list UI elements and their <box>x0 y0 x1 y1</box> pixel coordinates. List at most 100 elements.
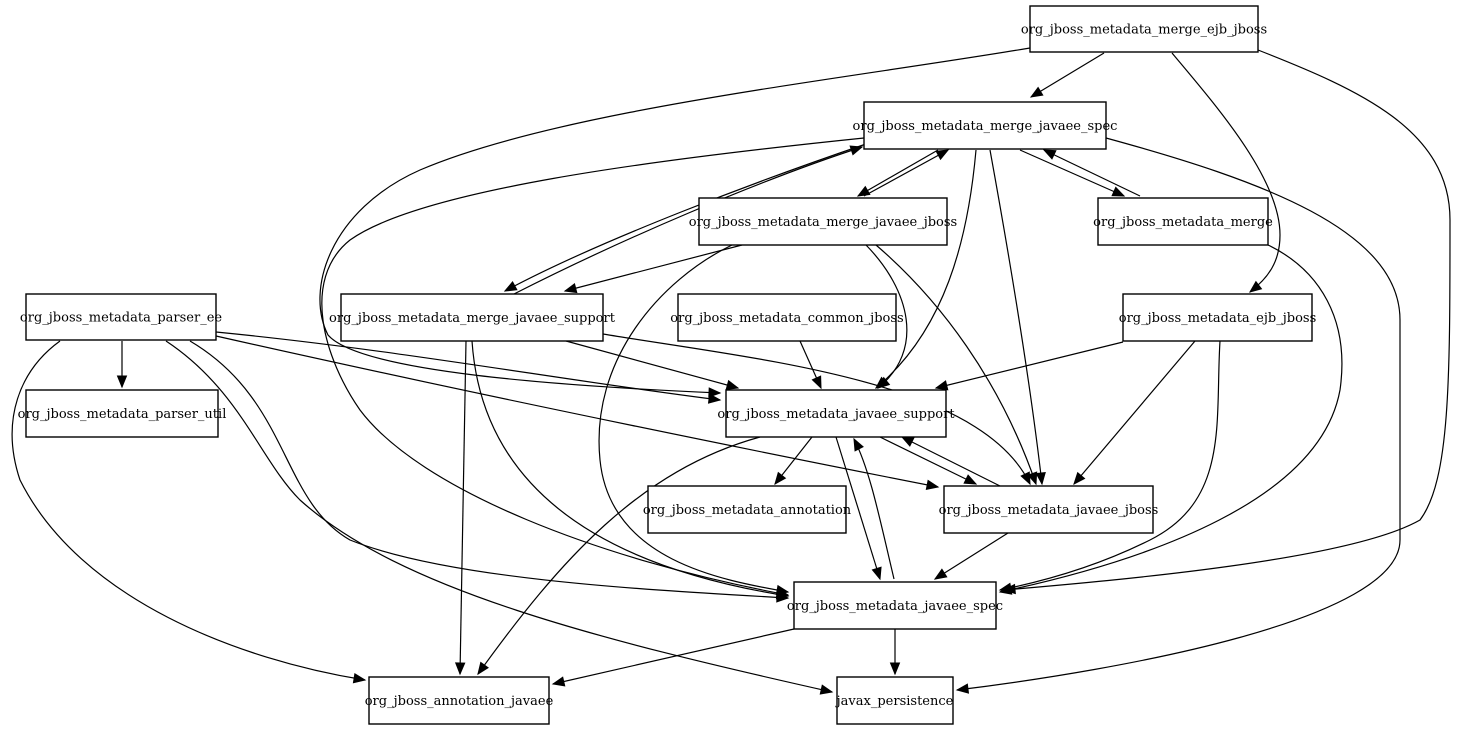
node-label: org_jboss_metadata_javaee_spec <box>787 599 1003 614</box>
edge-line <box>1030 52 1105 98</box>
edge-line <box>602 333 1031 485</box>
node-annotation-javaee[interactable]: org_jboss_annotation_javaee <box>365 676 554 725</box>
node-label: org_jboss_metadata_merge_javaee_support <box>329 311 616 326</box>
arrowhead-icon <box>116 375 128 389</box>
edge-line <box>879 436 977 485</box>
edge-line <box>1043 149 1141 197</box>
node-box <box>943 485 1154 534</box>
node-box <box>793 581 997 630</box>
arrowhead-icon <box>477 661 489 676</box>
edge-ejb_jboss-to-javaee_support <box>934 341 1124 391</box>
edge-parser_ee-to-javaee_spec <box>189 340 790 603</box>
edge-line <box>504 143 867 292</box>
arrowhead-icon <box>1020 471 1031 486</box>
edge-line <box>1019 149 1125 197</box>
edge-ejb_jboss-to-javaee_spec <box>998 340 1221 593</box>
edge-line <box>875 149 977 389</box>
node-common-jboss[interactable]: org_jboss_metadata_common_jboss <box>670 293 904 342</box>
node-label: org_jboss_metadata_javaee_support <box>717 407 955 422</box>
edge-javaee_spec-to-annotation_javaee <box>551 628 795 687</box>
node-merge-javaee-support[interactable]: org_jboss_metadata_merge_javaee_support <box>329 293 616 342</box>
arrowhead-icon <box>998 582 1013 593</box>
edges-layer <box>11 47 1451 695</box>
edge-merge_javaee_spec-to-persistence <box>955 137 1401 694</box>
node-merge-ejb-jboss[interactable]: org_jboss_metadata_merge_ejb_jboss <box>1021 5 1267 53</box>
edge-line <box>215 331 721 401</box>
edge-javaee_support-to-annotation <box>774 436 813 486</box>
node-merge-javaee-spec[interactable]: org_jboss_metadata_merge_javaee_spec <box>853 101 1118 150</box>
edge-line <box>863 149 949 197</box>
edge-parser_ee-to-persistence <box>165 340 834 695</box>
edge-merge_javaee_jboss-to-merge_javaee_spec <box>863 149 950 197</box>
edge-line <box>901 436 1001 487</box>
node-box <box>647 485 847 534</box>
arrowhead-icon <box>1029 86 1044 98</box>
arrowhead-icon <box>1042 149 1057 160</box>
arrowhead-icon <box>1027 471 1038 486</box>
node-annotation[interactable]: org_jboss_metadata_annotation <box>643 485 852 534</box>
edge-merge_javaee_jboss-to-merge_javaee_support <box>563 244 743 294</box>
node-box <box>368 676 550 725</box>
node-label: org_jboss_metadata_merge <box>1093 215 1273 230</box>
node-box <box>25 293 217 341</box>
edge-merge_javaee_support-to-javaee_support <box>565 340 740 391</box>
arrowhead-icon <box>1111 186 1126 197</box>
edge-line <box>459 340 467 675</box>
arrowhead-icon <box>871 566 882 581</box>
edge-line <box>552 628 795 685</box>
edge-line <box>935 341 1124 389</box>
edge-javaee_jboss-to-javaee_spec <box>933 532 1009 580</box>
node-parser-util[interactable]: org_jboss_metadata_parser_util <box>18 389 227 438</box>
arrowhead-icon <box>963 474 978 485</box>
edge-merge_javaee_support-to-merge_javaee_spec <box>513 145 864 295</box>
edge-ejb_jboss-to-javaee_jboss <box>1073 340 1196 486</box>
arrowhead-icon <box>853 437 864 452</box>
edge-merge_javaee_spec-to-javaee_jboss <box>989 149 1046 486</box>
edge-merge_ejb_jboss-to-ejb_jboss <box>1171 52 1281 293</box>
arrowhead-icon <box>352 673 367 684</box>
edge-line <box>853 438 895 580</box>
node-merge-javaee-jboss[interactable]: org_jboss_metadata_merge_javaee_jboss <box>689 197 957 246</box>
arrowhead-icon <box>955 683 970 694</box>
node-box <box>863 101 1107 150</box>
node-javaee-spec[interactable]: org_jboss_metadata_javaee_spec <box>787 581 1003 630</box>
node-ejb-jboss[interactable]: org_jboss_metadata_ejb_jboss <box>1119 293 1317 342</box>
arrowhead-icon <box>707 393 722 404</box>
arrowhead-icon <box>725 379 740 391</box>
node-box <box>677 293 897 342</box>
arrowhead-icon <box>935 149 950 161</box>
node-box <box>1029 5 1259 53</box>
edge-merge_javaee_jboss-to-javaee_support <box>865 244 908 389</box>
node-parser-ee[interactable]: org_jboss_metadata_parser_ee <box>20 293 222 341</box>
arrowhead-icon <box>876 376 891 389</box>
node-javaee-support[interactable]: org_jboss_metadata_javaee_support <box>717 389 955 438</box>
edge-javaee_spec-to-persistence <box>889 629 901 676</box>
arrowhead-icon <box>925 479 940 490</box>
edge-line <box>165 340 833 693</box>
arrowhead-icon <box>1035 471 1046 486</box>
arrowhead-icon <box>811 375 822 390</box>
edge-line <box>564 244 743 292</box>
node-label: org_jboss_metadata_common_jboss <box>670 311 903 326</box>
arrowhead-icon <box>819 684 834 695</box>
edge-line <box>471 340 789 597</box>
edge-parser_ee-to-javaee_jboss <box>215 335 940 490</box>
edge-line <box>1073 340 1196 485</box>
edge-line <box>215 335 939 488</box>
node-javaee-jboss[interactable]: org_jboss_metadata_javaee_jboss <box>939 485 1159 534</box>
edge-merge-to-merge_javaee_spec <box>1042 149 1141 197</box>
edge-javaee_support-to-javaee_jboss <box>879 436 978 485</box>
node-label: org_jboss_annotation_javaee <box>365 694 554 709</box>
node-label: org_jboss_metadata_annotation <box>643 503 852 518</box>
node-merge[interactable]: org_jboss_metadata_merge <box>1093 197 1273 246</box>
arrowhead-icon <box>563 283 578 294</box>
edge-line <box>1171 52 1281 293</box>
node-box <box>1097 197 1269 246</box>
node-box <box>340 293 604 342</box>
edge-merge_javaee_support-to-annotation_javaee <box>454 340 467 676</box>
edge-line <box>857 149 939 197</box>
edge-merge_javaee_spec-to-merge_javaee_support <box>503 143 867 292</box>
node-persistence[interactable]: javax_persistence <box>835 676 954 725</box>
edge-line <box>513 146 863 295</box>
edge-merge_ejb_jboss-to-merge_javaee_spec <box>1029 52 1105 98</box>
